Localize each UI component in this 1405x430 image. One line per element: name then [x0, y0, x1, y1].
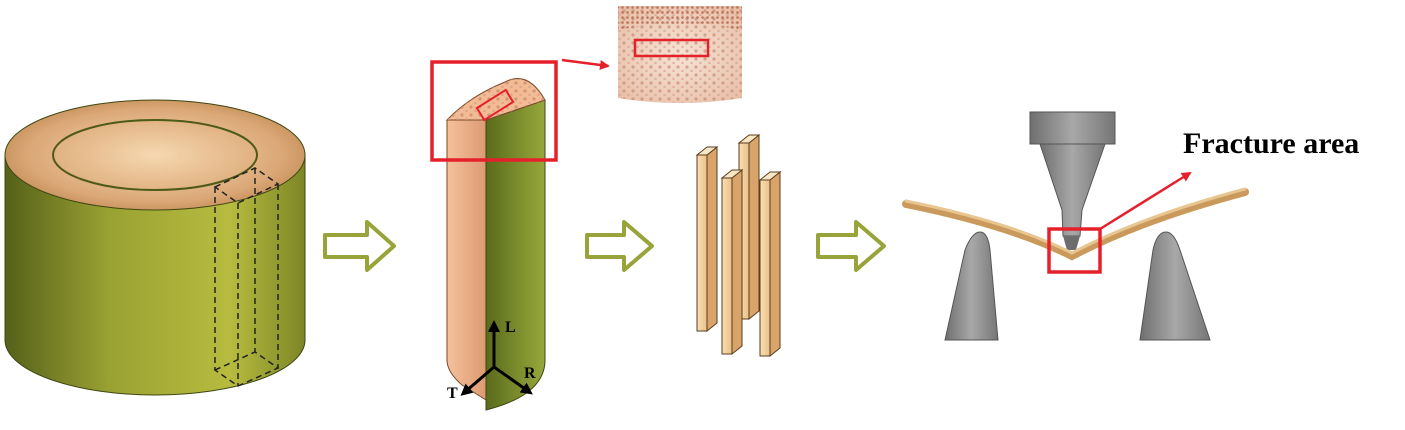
strip-outer-face — [485, 99, 546, 411]
culm-inner-cavity-outline — [52, 119, 258, 191]
loading-nose — [1039, 143, 1106, 237]
culm-top — [4, 99, 306, 211]
fracture-area-box — [1047, 227, 1102, 274]
strip-top-highlight-box — [430, 60, 558, 162]
bamboo-culm — [4, 99, 306, 396]
cut-strip-outline — [213, 167, 280, 387]
axis-triad: L T R — [447, 319, 536, 402]
axis-arrow-icon — [493, 365, 533, 395]
specimen-stick — [695, 145, 719, 333]
culm-side — [4, 154, 306, 396]
axis-label-tangential: T — [447, 385, 458, 402]
axis-label-radial: R — [524, 365, 536, 382]
fracture-area-label: Fracture area — [1183, 127, 1359, 160]
specimen-stick — [720, 168, 744, 356]
red-pointer-arrow-icon — [1099, 171, 1192, 231]
axis-label-longitudinal: L — [505, 319, 516, 336]
bent-specimen — [902, 188, 1249, 261]
specimen-stick — [737, 133, 761, 321]
process-arrow-icon — [585, 220, 654, 272]
red-pointer-arrow-icon — [561, 58, 610, 70]
micro-sample-marker — [633, 38, 710, 58]
strip-inner-face — [446, 119, 487, 401]
axis-arrow-icon — [460, 365, 495, 396]
test-specimens — [695, 133, 782, 358]
strip-section-marker — [475, 88, 515, 122]
right-support — [1139, 231, 1211, 341]
bending-test-photo: Fracture area — [902, 111, 1359, 341]
process-arrow-icon — [816, 220, 886, 272]
bamboo-strip: L T R — [430, 60, 558, 411]
process-arrow-icon — [323, 220, 396, 272]
specimen-stick — [758, 170, 782, 358]
upper-fixture-block — [1029, 111, 1116, 145]
microstructure-view — [618, 6, 742, 103]
left-support — [944, 231, 999, 341]
